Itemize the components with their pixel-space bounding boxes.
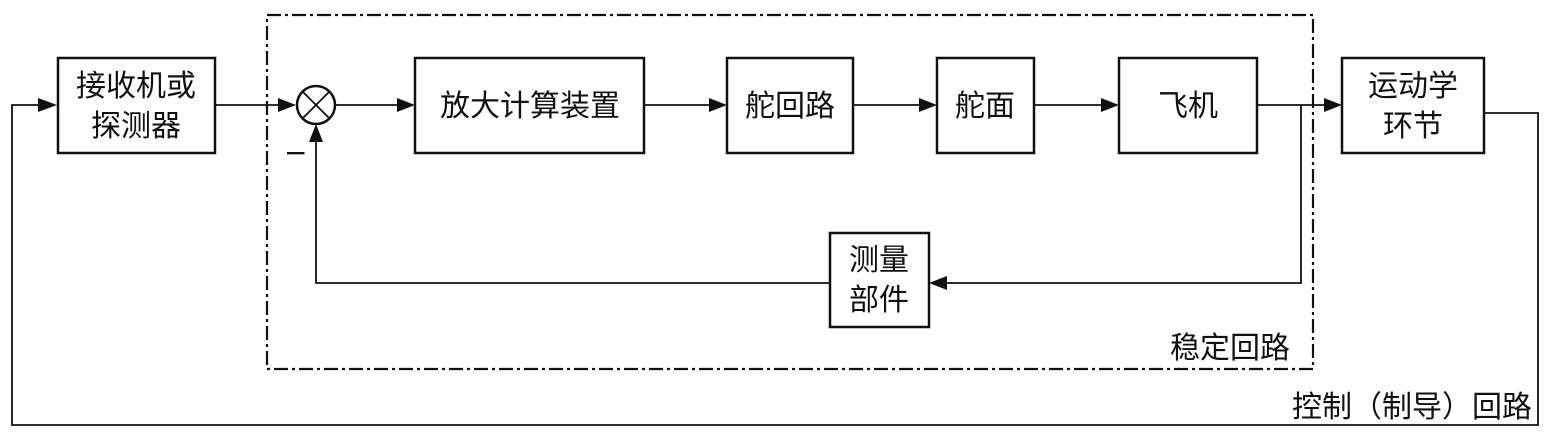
negative-sign: − [284, 136, 307, 169]
servo-to-surface-arrowhead [919, 98, 937, 112]
receiver-to-sum-arrowhead [278, 98, 296, 112]
outer-feedback-arrowhead [38, 98, 57, 112]
control-guidance-loop-caption: 控制（制导）回路 [1292, 390, 1532, 425]
measurement-label-line2: 部件 [849, 283, 909, 318]
amplifier-label: 放大计算装置 [440, 89, 620, 124]
receiver-label-line2: 探测器 [91, 109, 181, 144]
measurement-block [828, 231, 931, 329]
amplifier-block [413, 56, 646, 155]
measurement-to-sum-arrowhead [309, 124, 323, 142]
kinematics-label-line2: 环节 [1383, 109, 1443, 144]
aircraft-to-kinematics-arrowhead [1324, 98, 1342, 112]
aircraft-block [1117, 56, 1259, 155]
inner-feedback-arrowhead [929, 276, 947, 290]
servo-loop-block [725, 56, 855, 155]
measurement-label-line1: 测量 [849, 243, 909, 278]
amplifier-to-servo-arrowhead [709, 98, 727, 112]
sum-to-amplifier-arrowhead [397, 98, 415, 112]
aircraft-label: 飞机 [1158, 89, 1218, 124]
outer-feedback-wire [11, 104, 1539, 426]
kinematics-label-line1: 运动学 [1368, 69, 1458, 104]
stabilization-loop-caption: 稳定回路 [1170, 331, 1290, 366]
surface-to-aircraft-arrowhead [1101, 98, 1119, 112]
receiver-label-line1: 接收机或 [76, 69, 196, 104]
measurement-to-sum-wire [315, 140, 830, 284]
servo-loop-label: 舵回路 [745, 89, 835, 124]
control-surface-label: 舵面 [955, 89, 1015, 124]
summing-junction-cross-b [301, 90, 331, 120]
kinematics-block [1340, 56, 1486, 155]
control-surface-block [935, 56, 1036, 155]
receiver-block [56, 56, 217, 155]
inner-feedback-to-measurement-wire [945, 105, 1302, 284]
